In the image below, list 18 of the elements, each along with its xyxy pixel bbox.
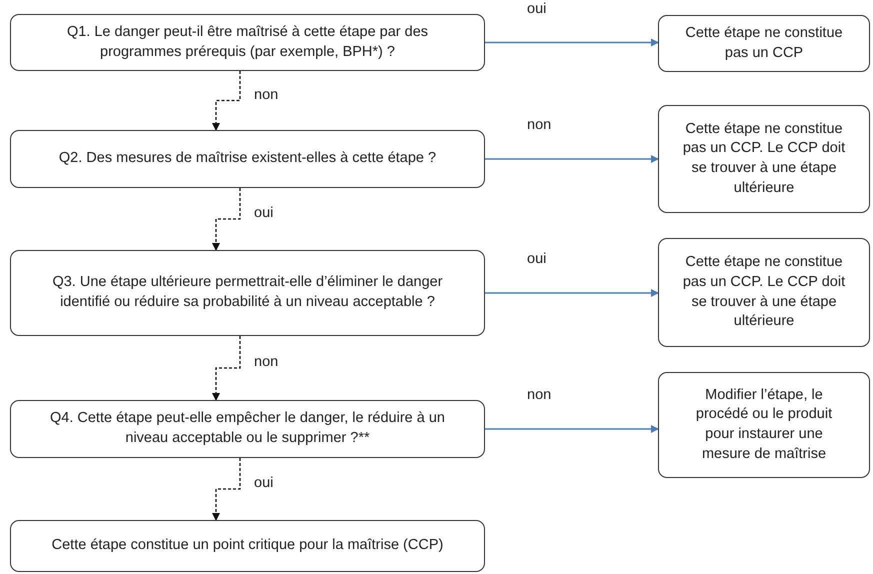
question-box: Q4. Cette étape peut-elle empêcher le danger, le réduire à un niveau acceptable ou le supprimer ?**	[10, 400, 485, 458]
question-box: Q1. Le danger peut-il être maîtrisé à cette étape par des programmes prérequis (par exemple, BPH*) ?	[10, 14, 485, 71]
arrow	[485, 38, 659, 46]
edge-label: oui	[525, 0, 548, 16]
arrow	[485, 425, 659, 433]
arrow	[485, 155, 659, 163]
dashed-arrow	[212, 336, 241, 401]
dashed-arrow	[212, 188, 241, 251]
arrow	[485, 289, 659, 297]
question-box: Q3. Une étape ultérieure permettrait-elle d’éliminer le danger identifié ou réduire sa probabilité à un niveau acceptable ?	[10, 250, 485, 336]
result-box: Cette étape ne constitue pas un CCP. Le CCP doit se trouver à une étape ultérieure	[658, 238, 870, 347]
result-box: Cette étape ne constitue pas un CCP	[658, 15, 870, 72]
question-box: Q2. Des mesures de maîtrise existent-elles à cette étape ?	[10, 130, 485, 188]
result-box: Modifier l’étape, le procédé ou le produit pour instaurer une mesure de maîtrise	[658, 372, 870, 478]
dashed-arrow	[212, 458, 241, 521]
question-box: Cette étape constitue un point critique pour la maîtrise (CCP)	[10, 520, 485, 572]
result-box: Cette étape ne constitue pas un CCP. Le CCP doit se trouver à une étape ultérieure	[658, 105, 870, 213]
dashed-arrow	[212, 71, 241, 131]
